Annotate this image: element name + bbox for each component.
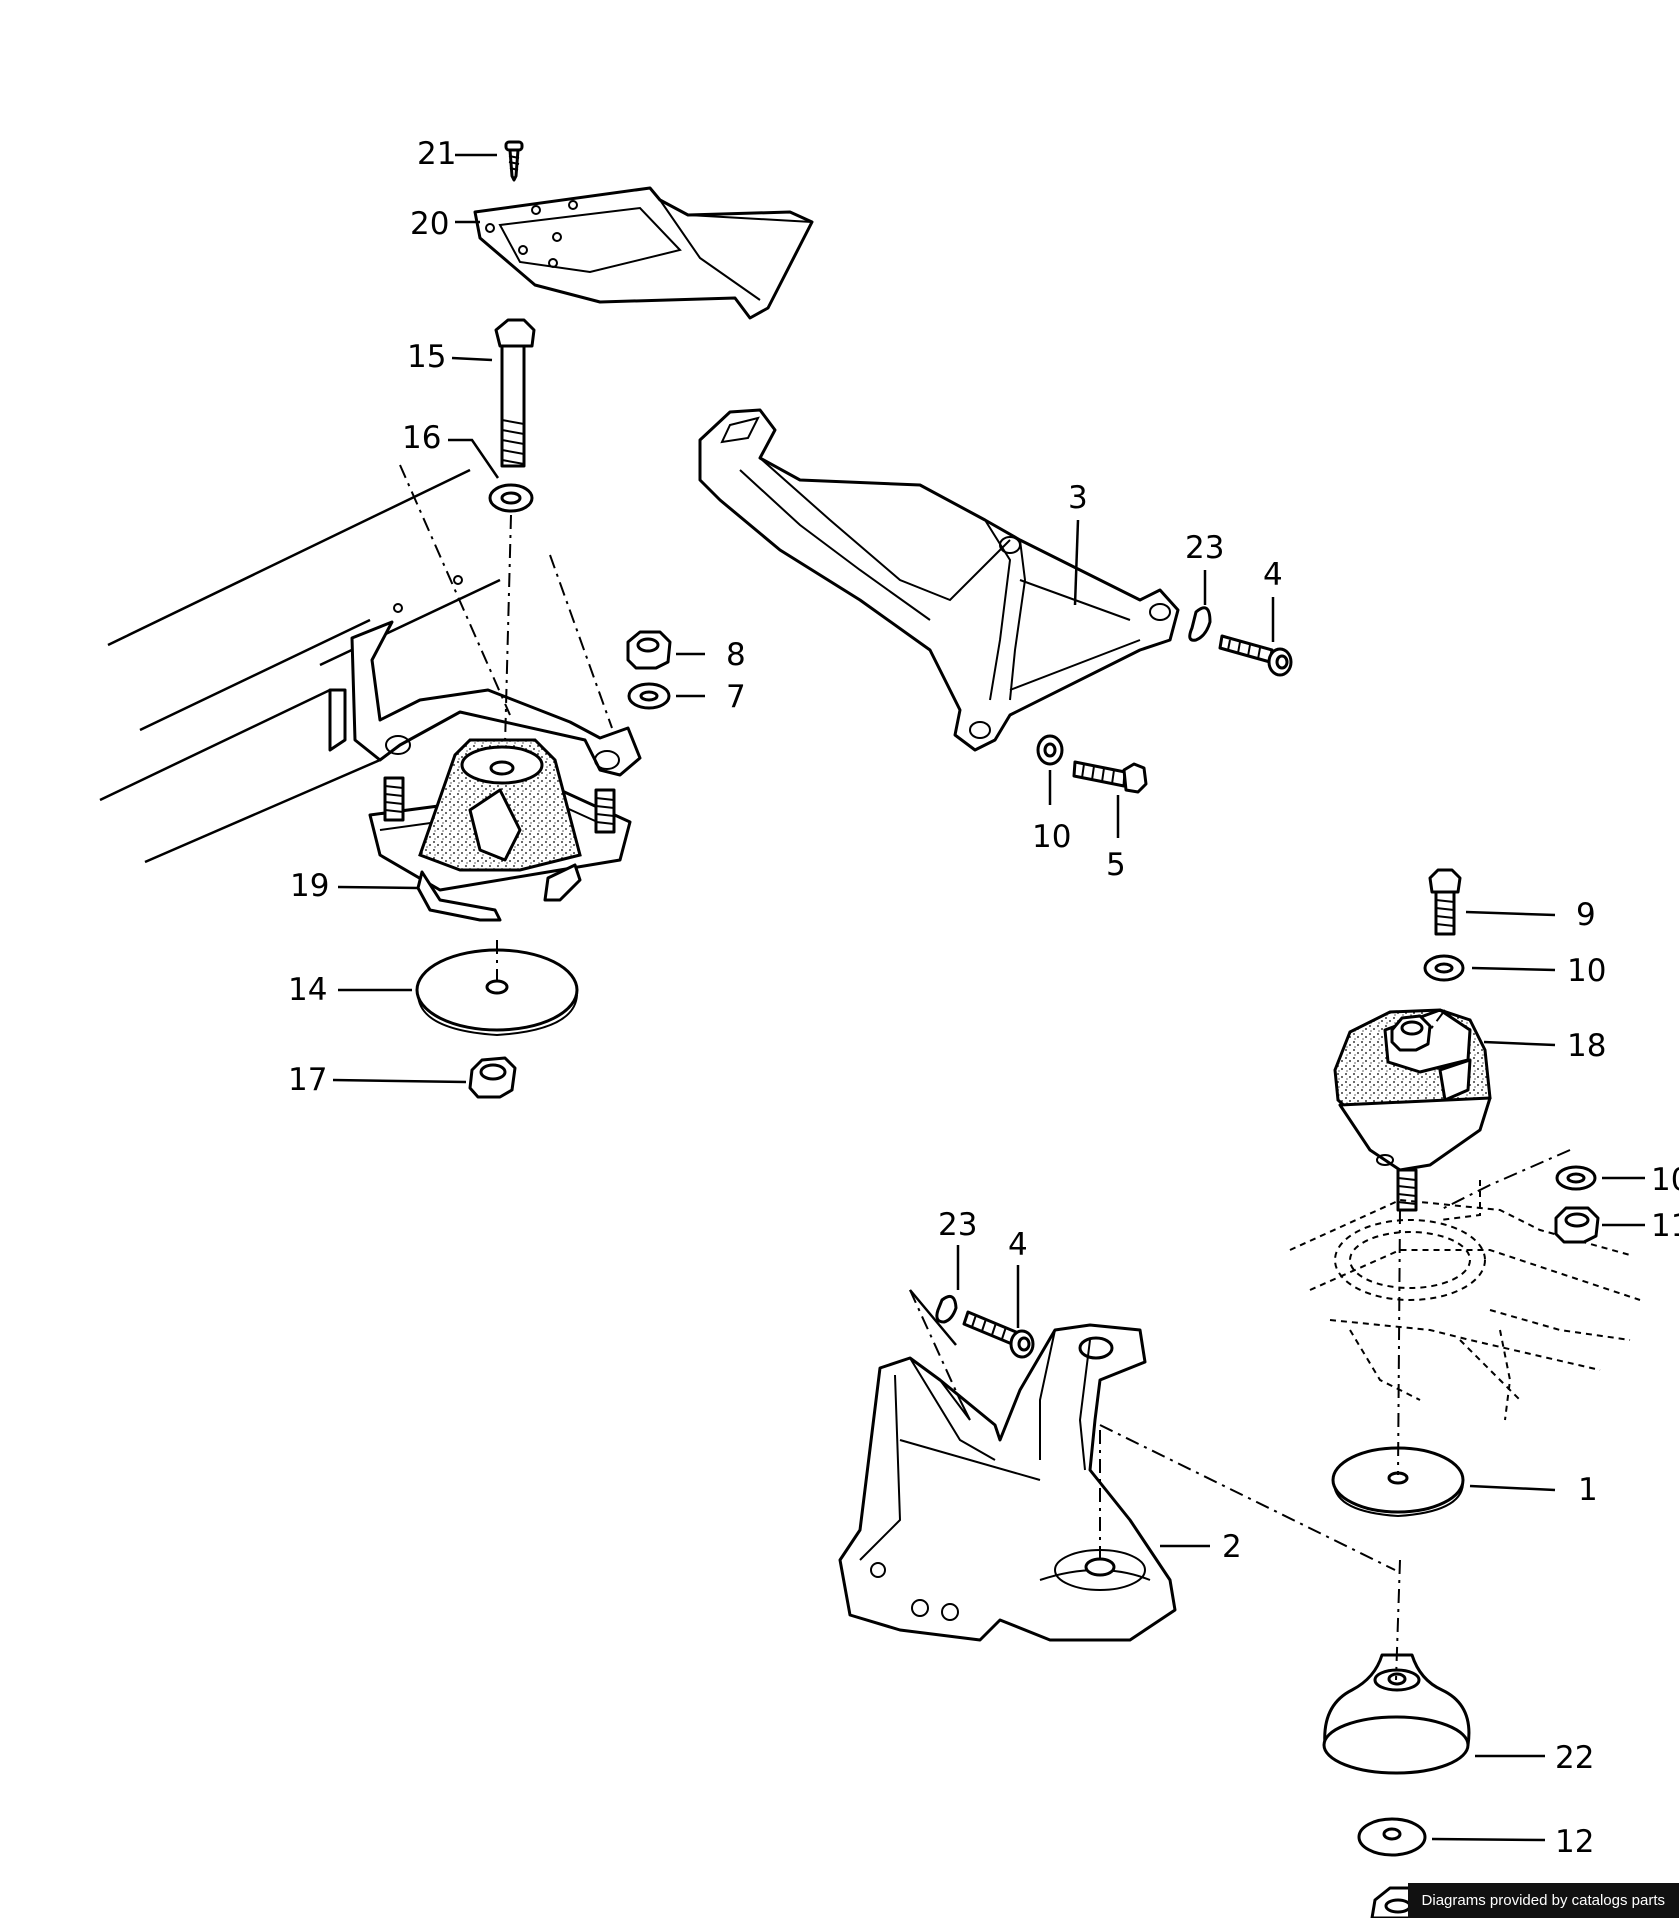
washer-10-right-lower xyxy=(1555,1165,1597,1191)
callout-16: 16 xyxy=(402,420,441,456)
plate-14 xyxy=(415,948,579,1037)
callout-11: 11 xyxy=(1651,1208,1679,1244)
bolt-9 xyxy=(1428,868,1462,936)
callout-9: 9 xyxy=(1576,897,1596,933)
callout-5: 5 xyxy=(1106,847,1126,883)
callout-19: 19 xyxy=(290,868,329,904)
callout-14: 14 xyxy=(288,972,327,1008)
leader-lines xyxy=(332,153,1645,1842)
callout-2: 2 xyxy=(1222,1529,1242,1565)
bolt-5 xyxy=(1072,760,1148,794)
stop-19 xyxy=(416,863,582,922)
heat-shield-20 xyxy=(473,186,814,320)
lock-washer-23-lower xyxy=(935,1294,958,1324)
lock-washer-23-upper xyxy=(1188,606,1212,642)
nut-17 xyxy=(468,1056,517,1099)
callout-3: 3 xyxy=(1068,480,1088,516)
socket-bolt-4-upper xyxy=(1218,634,1293,677)
washer-7 xyxy=(627,682,671,710)
callout-22: 22 xyxy=(1555,1740,1594,1776)
callout-23-lower: 23 xyxy=(938,1207,977,1243)
washer-16 xyxy=(488,483,534,513)
callout-4-upper: 4 xyxy=(1263,557,1283,593)
callout-8: 8 xyxy=(726,637,746,673)
callout-7: 7 xyxy=(726,679,746,715)
callout-18: 18 xyxy=(1567,1028,1606,1064)
callout-21: 21 xyxy=(417,136,456,172)
washer-10-right xyxy=(1423,954,1465,982)
washer-10-mid xyxy=(1036,734,1064,766)
callout-labels: 21 20 15 16 3 23 4 8 7 10 5 19 14 17 9 1… xyxy=(288,136,1679,1860)
washer-12 xyxy=(1357,1817,1427,1857)
callout-20: 20 xyxy=(410,206,449,242)
callout-4-lower: 4 xyxy=(1008,1227,1028,1263)
bolt-15 xyxy=(494,318,536,468)
subframe-outline xyxy=(99,468,501,864)
support-arm-3 xyxy=(698,408,1180,752)
nut-8 xyxy=(626,630,672,670)
callout-17: 17 xyxy=(288,1062,327,1098)
callout-12: 12 xyxy=(1555,1824,1594,1860)
callout-1: 1 xyxy=(1578,1472,1598,1508)
callout-10-right-lower: 10 xyxy=(1651,1162,1679,1198)
callout-10-mid: 10 xyxy=(1032,819,1071,855)
socket-bolt-4-lower xyxy=(962,1310,1035,1359)
left-engine-mount xyxy=(350,620,642,892)
plate-1 xyxy=(1331,1446,1465,1518)
credit-badge: Diagrams provided by catalogs parts xyxy=(1407,1883,1679,1918)
callout-10-right: 10 xyxy=(1567,953,1606,989)
nut-11 xyxy=(1554,1206,1600,1244)
buffer-22 xyxy=(1322,1653,1471,1775)
mount-bracket-2 xyxy=(838,1323,1177,1642)
callout-15: 15 xyxy=(407,339,446,375)
screw-21 xyxy=(504,140,524,182)
assembly-lines xyxy=(399,464,1571,1681)
rubber-mount-18 xyxy=(1333,1008,1492,1212)
callout-23-upper: 23 xyxy=(1185,530,1224,566)
